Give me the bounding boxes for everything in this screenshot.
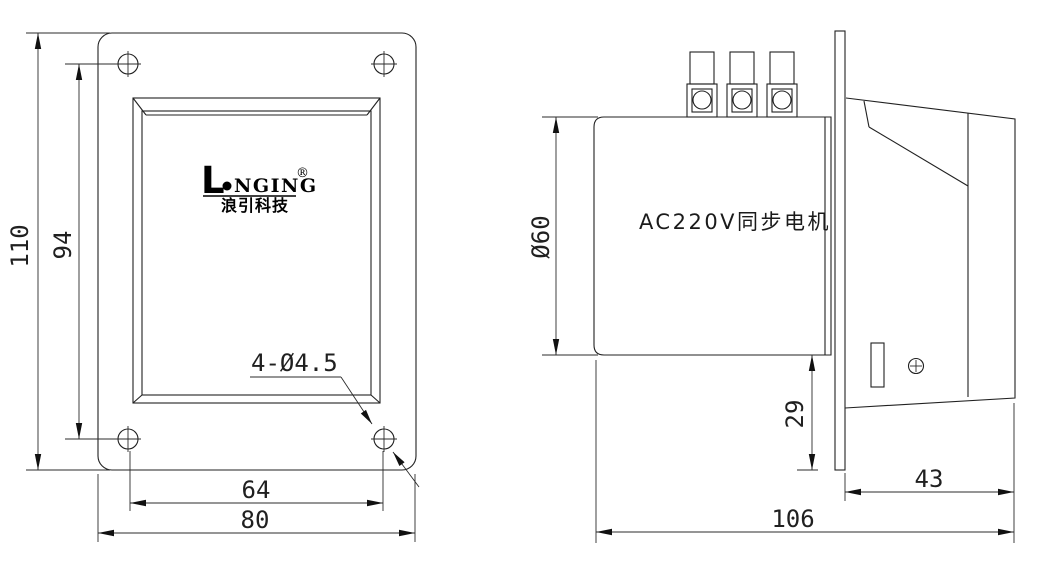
bezel-slot: [870, 342, 885, 388]
side-view: AC220V同步电机: [527, 30, 1016, 543]
logo-name: NGING: [234, 175, 318, 197]
logo-subtitle: 浪引科技: [221, 196, 289, 215]
hole-callout-leader: 4-Ø4.5: [250, 349, 420, 488]
motor-body: AC220V同步电机: [593, 116, 832, 356]
dimension-hole-spacing-horizontal: 64: [129, 451, 384, 511]
dim-text-94: 94: [49, 231, 77, 260]
dim-text-43: 43: [915, 465, 944, 493]
mounting-hole-bottom-right: [371, 426, 397, 452]
logo-dot-icon: [222, 181, 232, 191]
dimension-body-diameter: Ø60: [527, 116, 598, 356]
dimension-overall-width: 80: [97, 474, 416, 542]
front-bezel: [844, 97, 1016, 409]
dim-text-29: 29: [781, 400, 809, 429]
logo-initial: L: [201, 159, 225, 202]
dimension-overall-height: 110: [6, 32, 110, 471]
dim-text-80: 80: [241, 506, 270, 534]
panel-plate: [834, 30, 846, 471]
motor-label: AC220V同步电机: [639, 210, 831, 234]
terminal-block-3: [766, 51, 798, 118]
terminal-block-2: [726, 51, 758, 118]
dimension-overall-depth: 106: [595, 360, 1014, 543]
dim-text-110: 110: [6, 224, 34, 267]
dim-text-diameter: Ø60: [527, 215, 555, 258]
dimension-front-depth: 43: [844, 403, 1015, 543]
dimension-rear-depth: 29: [781, 355, 818, 471]
dim-text-106: 106: [771, 505, 814, 533]
front-panel-outline: [97, 32, 417, 471]
display-window: [132, 97, 381, 404]
front-view: L NGING ® 浪引科技 110 94: [6, 32, 420, 542]
bezel-screw: [907, 357, 925, 375]
dim-text-64: 64: [242, 476, 271, 504]
mounting-hole-top-left: [115, 51, 141, 77]
logo-registered-mark: ®: [296, 166, 309, 181]
mounting-hole-bottom-left: [115, 426, 141, 452]
terminal-block-1: [686, 51, 718, 118]
mounting-hole-top-right: [371, 51, 397, 77]
dim-text-hole-callout: 4-Ø4.5: [251, 349, 338, 377]
brand-logo: L NGING ® 浪引科技: [201, 159, 318, 215]
dimension-hole-spacing-vertical: 94: [49, 63, 117, 440]
